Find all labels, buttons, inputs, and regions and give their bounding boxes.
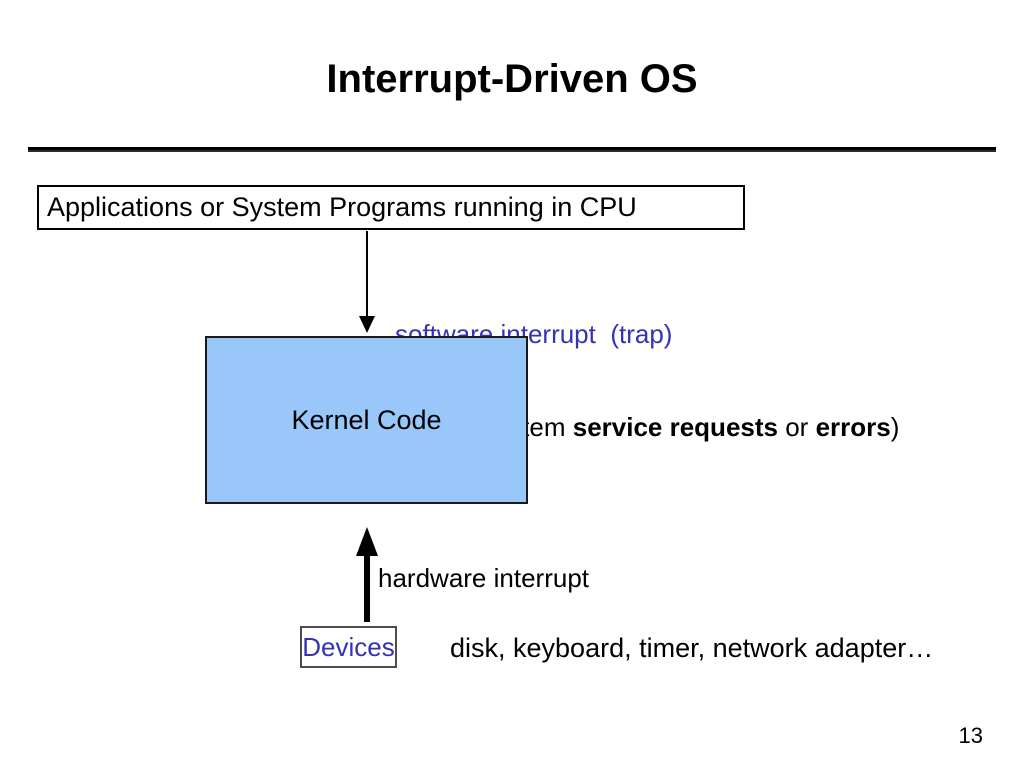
applications-box: Applications or System Programs running … (37, 185, 745, 230)
applications-box-label: Applications or System Programs running … (47, 192, 637, 222)
devices-box-label: Devices (302, 631, 395, 662)
cause-suffix: ) (890, 412, 900, 442)
cause-mid: or (777, 412, 816, 442)
page-title: Interrupt-Driven OS (326, 57, 698, 101)
devices-box: Devices (300, 626, 397, 668)
title-divider-double-line (28, 147, 996, 152)
up-arrow-icon (356, 527, 378, 622)
hardware-interrupt-label: hardware interrupt (378, 563, 589, 593)
cause-bold-service-requests: service requests (572, 412, 778, 442)
software-interrupt-label: software interrupt (trap) (395, 319, 673, 349)
devices-list: disk, keyboard, timer, network adapter… (450, 633, 934, 663)
page-number: 13 (958, 723, 983, 748)
kernel-code-label: Kernel Code (291, 404, 442, 435)
down-arrow-icon (359, 231, 375, 333)
kernel-code-box: Kernel Code (205, 336, 528, 504)
cause-bold-errors: errors (815, 412, 891, 442)
